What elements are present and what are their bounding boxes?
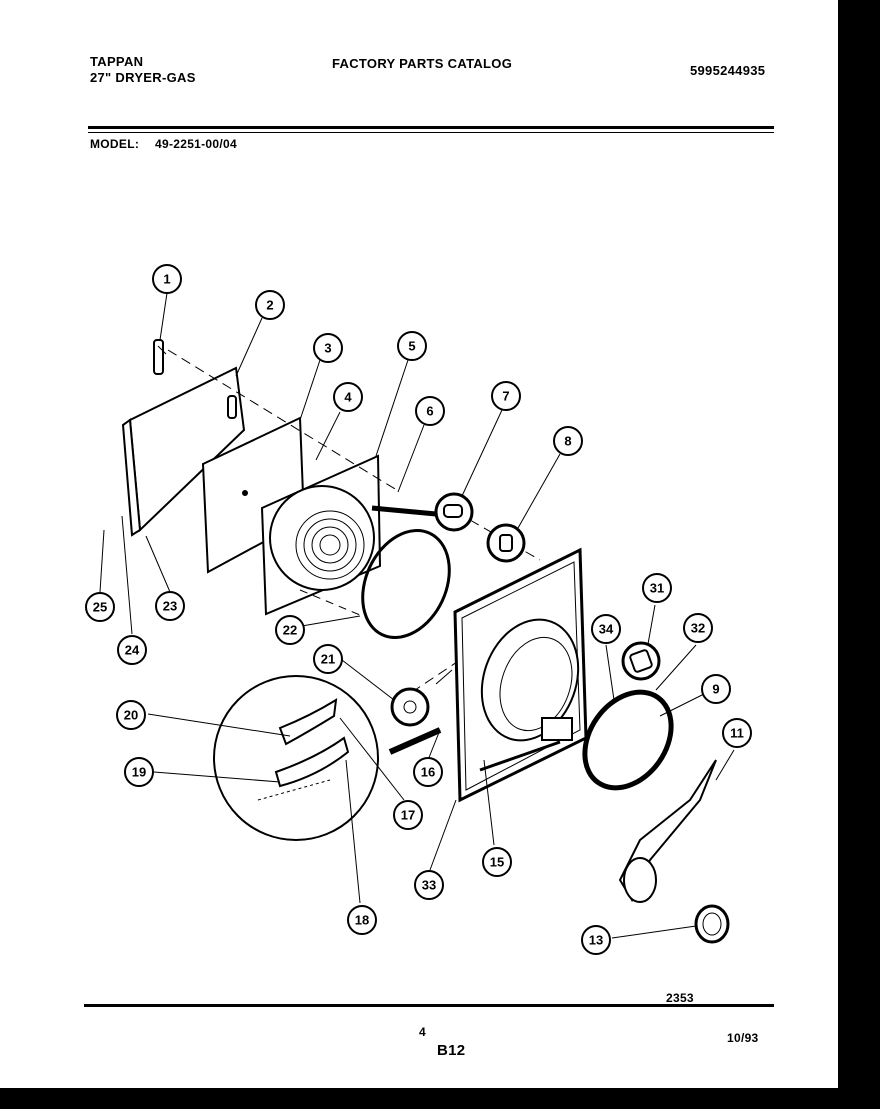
svg-text:31: 31 <box>650 581 664 596</box>
product-name: 27" DRYER-GAS <box>90 70 196 85</box>
callout-21: 21 <box>313 644 343 674</box>
svg-text:4: 4 <box>344 390 352 405</box>
svg-text:19: 19 <box>132 765 146 780</box>
callout-24: 24 <box>117 635 147 665</box>
svg-text:17: 17 <box>401 808 415 823</box>
svg-text:21: 21 <box>321 652 335 667</box>
exploded-parts-diagram: 1 2 3 4 5 6 7 8 9 11 13 15 16 17 18 19 2… <box>85 264 752 955</box>
part-inner-door <box>260 454 382 616</box>
header-rule <box>88 126 774 129</box>
callout-16: 16 <box>413 757 443 787</box>
section-code: B12 <box>437 1042 466 1059</box>
svg-text:13: 13 <box>589 933 603 948</box>
callout-23: 23 <box>155 591 185 621</box>
callout-13: 13 <box>581 925 611 955</box>
part-trim-ring <box>582 689 674 791</box>
part-front-panel <box>388 547 588 803</box>
drawing-number: 2353 <box>666 991 694 1005</box>
part-door-seal <box>361 529 451 639</box>
callout-22: 22 <box>275 615 305 645</box>
header-rule-thin <box>88 132 774 133</box>
part-bushing <box>694 904 730 944</box>
callout-34: 34 <box>591 614 621 644</box>
svg-text:3: 3 <box>324 341 331 356</box>
svg-text:18: 18 <box>355 913 369 928</box>
callout-8: 8 <box>553 426 583 456</box>
callout-17: 17 <box>393 800 423 830</box>
detail-view <box>213 675 379 841</box>
footer-rule <box>84 1004 774 1007</box>
svg-text:7: 7 <box>502 389 509 404</box>
callout-11: 11 <box>722 718 752 748</box>
callout-9: 9 <box>701 674 731 704</box>
callout-19: 19 <box>124 757 154 787</box>
svg-text:24: 24 <box>125 643 140 658</box>
svg-text:32: 32 <box>691 621 705 636</box>
catalog-title: FACTORY PARTS CATALOG <box>332 56 513 71</box>
svg-text:15: 15 <box>490 855 504 870</box>
part-hinge-pin <box>153 339 167 375</box>
callout-32: 32 <box>683 613 713 643</box>
callout-33: 33 <box>414 870 444 900</box>
revision-date: 10/93 <box>727 1031 759 1045</box>
model-number: 49-2251-00/04 <box>155 137 237 151</box>
svg-text:22: 22 <box>283 623 297 638</box>
callout-2: 2 <box>255 290 285 320</box>
callout-7: 7 <box>491 381 521 411</box>
svg-text:16: 16 <box>421 765 435 780</box>
svg-text:33: 33 <box>422 878 436 893</box>
svg-text:23: 23 <box>163 599 177 614</box>
callout-5: 5 <box>397 331 427 361</box>
callout-25: 25 <box>85 592 115 622</box>
callout-15: 15 <box>482 847 512 877</box>
svg-text:1: 1 <box>163 272 170 287</box>
model-label: MODEL: <box>90 137 140 151</box>
callout-20: 20 <box>116 700 146 730</box>
catalog-number: 5995244935 <box>690 63 766 78</box>
callout-31: 31 <box>642 573 672 603</box>
leader-lines <box>99 292 735 939</box>
svg-text:2: 2 <box>266 298 273 313</box>
svg-text:8: 8 <box>564 434 571 449</box>
callout-4: 4 <box>333 382 363 412</box>
catalog-sheet: TAPPAN 27" DRYER-GAS FACTORY PARTS CATAL… <box>0 0 838 1088</box>
svg-text:25: 25 <box>93 600 107 615</box>
callout-18: 18 <box>347 905 377 935</box>
page-number: 4 <box>419 1025 426 1039</box>
part-door-switch <box>390 687 430 727</box>
svg-text:34: 34 <box>599 622 614 637</box>
svg-text:5: 5 <box>408 339 415 354</box>
svg-text:6: 6 <box>426 404 433 419</box>
svg-text:9: 9 <box>712 682 719 697</box>
callout-1: 1 <box>152 264 182 294</box>
callout-6: 6 <box>415 396 445 426</box>
brand-name: TAPPAN <box>90 54 144 69</box>
svg-text:11: 11 <box>730 726 744 741</box>
part-outer-door-panel <box>121 366 246 537</box>
callout-3: 3 <box>313 333 343 363</box>
svg-text:20: 20 <box>124 708 138 723</box>
